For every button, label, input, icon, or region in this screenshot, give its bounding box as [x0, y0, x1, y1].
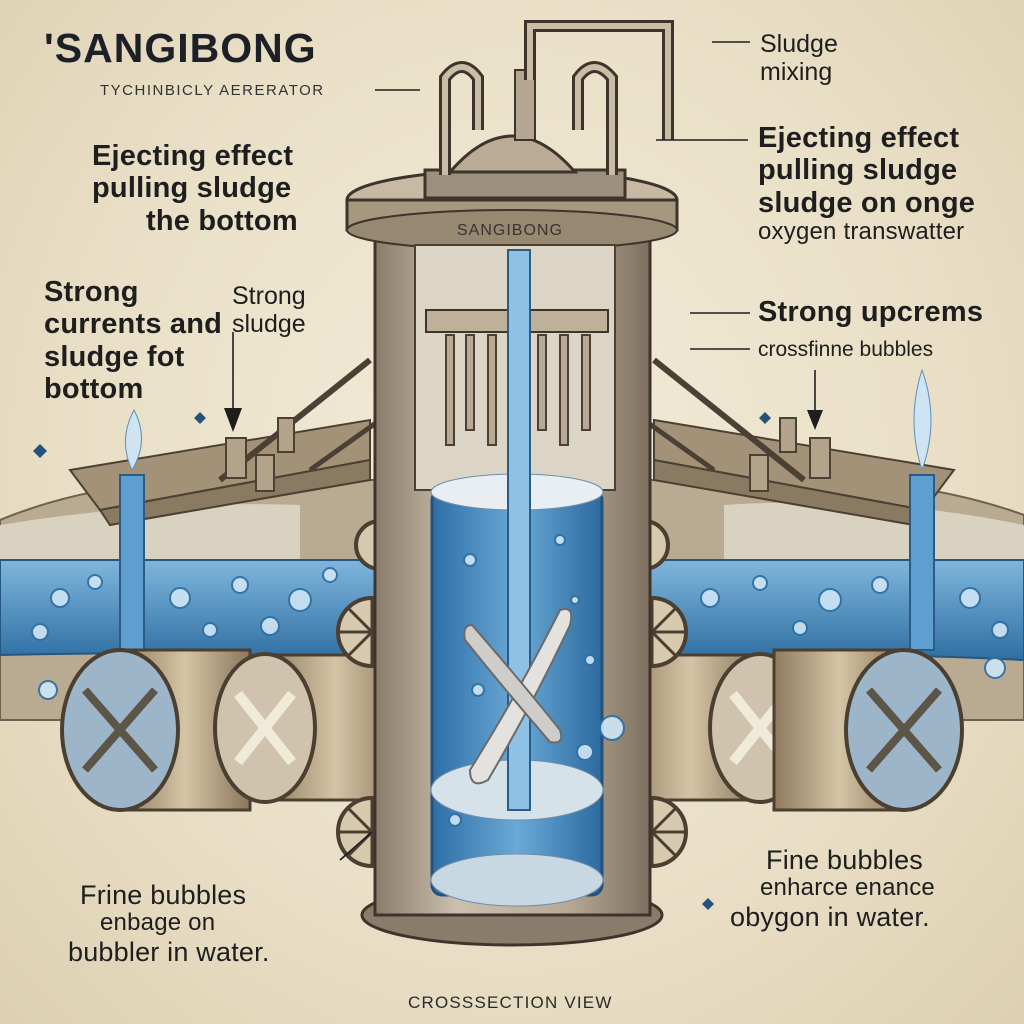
label-line: sludge on onge	[758, 186, 976, 219]
crosssection-caption: CROSSSECTION VIEW	[408, 993, 613, 1012]
label-fine-left: Frine bubbles enbage on bubbler in water…	[68, 880, 270, 967]
label-line: pulling sludge	[92, 172, 292, 205]
mixer-blade	[463, 608, 573, 785]
label-line: the bottom	[146, 204, 298, 237]
label-line: Ejecting effect	[758, 122, 960, 154]
platform-posts	[225, 417, 831, 492]
label-line: mixing	[760, 58, 833, 86]
label-line: pulling sludge	[758, 154, 958, 187]
label-sludge-mixing: Sludge mixing	[760, 30, 838, 86]
label-strong-sludge: Strong sludge	[232, 282, 306, 338]
label-line: oxygen transwatter	[758, 218, 965, 246]
inner-tubes	[445, 334, 591, 446]
label-strong-currents: Strong currents and sludge fot bottom	[44, 276, 222, 406]
label-ejecting-right: Ejecting effect pulling sludge sludge on…	[758, 122, 975, 246]
central-shaft	[507, 249, 531, 811]
diagram-subtitle: TYCHINBICLY AERERATOR	[100, 82, 325, 99]
diagram-title: 'SANGIBONG	[44, 25, 317, 71]
label-line: enharce enance	[760, 874, 935, 902]
platform-right	[642, 357, 956, 527]
label-line: Sludge	[760, 30, 838, 58]
label-line: Ejecting effect	[92, 140, 294, 172]
label-line: bottom	[44, 373, 144, 406]
label-line: Frine bubbles	[80, 880, 247, 910]
label-line: sludge	[232, 310, 306, 338]
bubbles	[31, 534, 1009, 827]
label-line: obygon in water.	[730, 902, 930, 933]
label-line: enbage on	[100, 909, 216, 937]
label-line: sludge fot	[44, 340, 185, 373]
label-line: Strong	[44, 276, 139, 308]
label-line: Strong	[232, 282, 306, 310]
top-pipes-hl	[442, 23, 671, 175]
top-dome	[423, 69, 627, 200]
drum-far-right	[772, 648, 964, 812]
arrow-heads	[224, 408, 823, 432]
label-line: bubbler in water.	[68, 937, 270, 968]
label-strong-upstreams: Strong upcrems	[758, 296, 984, 328]
riser-pipes	[119, 368, 935, 651]
label-fine-right: Fine bubbles enharce enance obygon in wa…	[730, 845, 935, 932]
label-ejecting-left: Ejecting effect pulling sludge the botto…	[92, 140, 298, 237]
tank-label: SANGIBONG	[457, 222, 563, 239]
diamond-marks	[33, 412, 771, 910]
label-line: currents and	[44, 308, 223, 341]
label-line: Fine bubbles	[766, 845, 924, 875]
label-crossfine-bubbles: crossfinne bubbles	[758, 338, 934, 361]
pointer-lines	[232, 41, 816, 861]
